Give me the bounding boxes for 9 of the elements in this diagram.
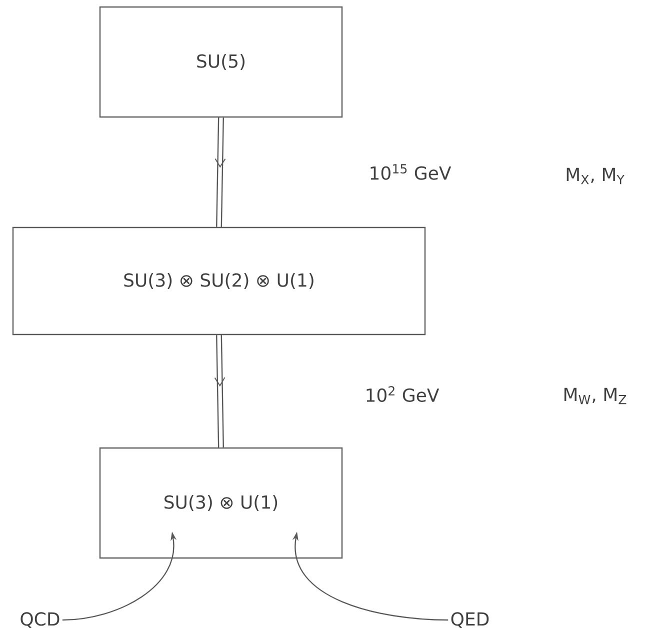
energy-label: 10$^{15}$ GeV <box>370 164 452 180</box>
group-box: SU(3) ⊗ SU(2) ⊗ U(1) <box>12 226 426 336</box>
group-box: SU(5) <box>99 6 343 118</box>
energy-label: 10$^{2}$ GeV <box>366 386 440 402</box>
group-box: SU(3) ⊗ U(1) <box>99 447 343 559</box>
leader-text: QCD <box>20 612 60 628</box>
energy-label: M$_{X}$, M$_{Y}$ <box>566 168 624 184</box>
leader-text: QED <box>451 612 489 628</box>
energy-label: M$_{W}$, M$_{Z}$ <box>564 388 626 404</box>
